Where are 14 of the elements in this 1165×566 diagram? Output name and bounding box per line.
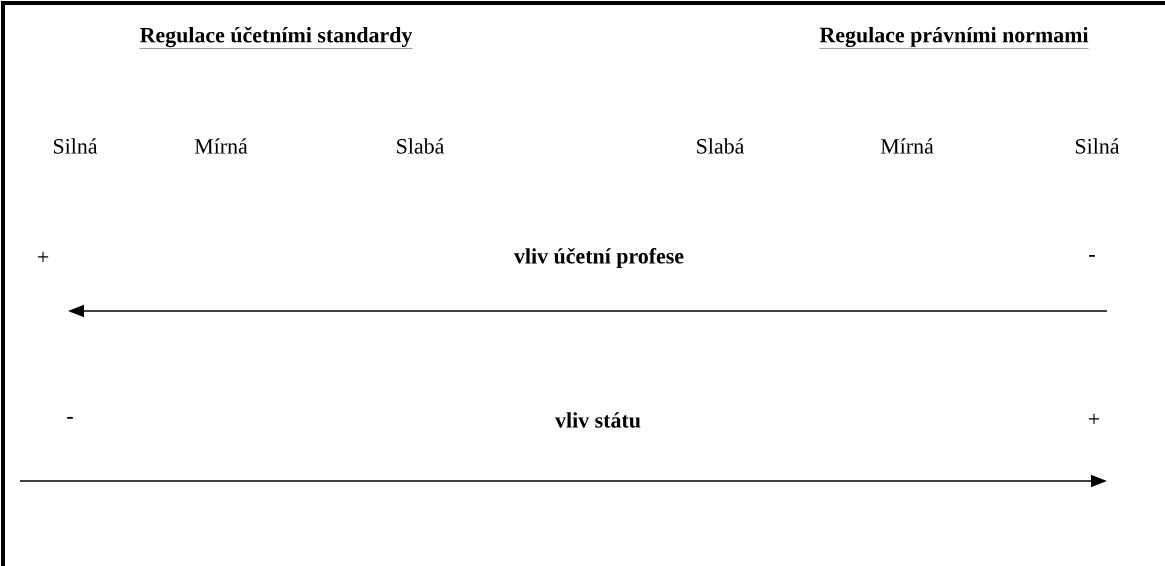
axis-title: vliv účetní profese [514, 247, 684, 269]
scale-label: Slabá [397, 138, 445, 154]
scale-label: Mírná [194, 138, 248, 154]
sign-label: - [1089, 254, 1095, 257]
scale-label: Mírná [880, 138, 934, 154]
sign-label: + [1088, 413, 1100, 424]
scale-label: Silná [1075, 138, 1120, 154]
scale-label: Silná [53, 138, 98, 154]
scale-label: Slabá [697, 138, 745, 154]
axis-title: vliv státu [555, 412, 641, 428]
sign-label: - [67, 416, 73, 419]
heading: Regulace právními normami [819, 26, 1089, 49]
sign-label: + [37, 251, 49, 262]
heading: Regulace účetními standardy [139, 26, 413, 49]
